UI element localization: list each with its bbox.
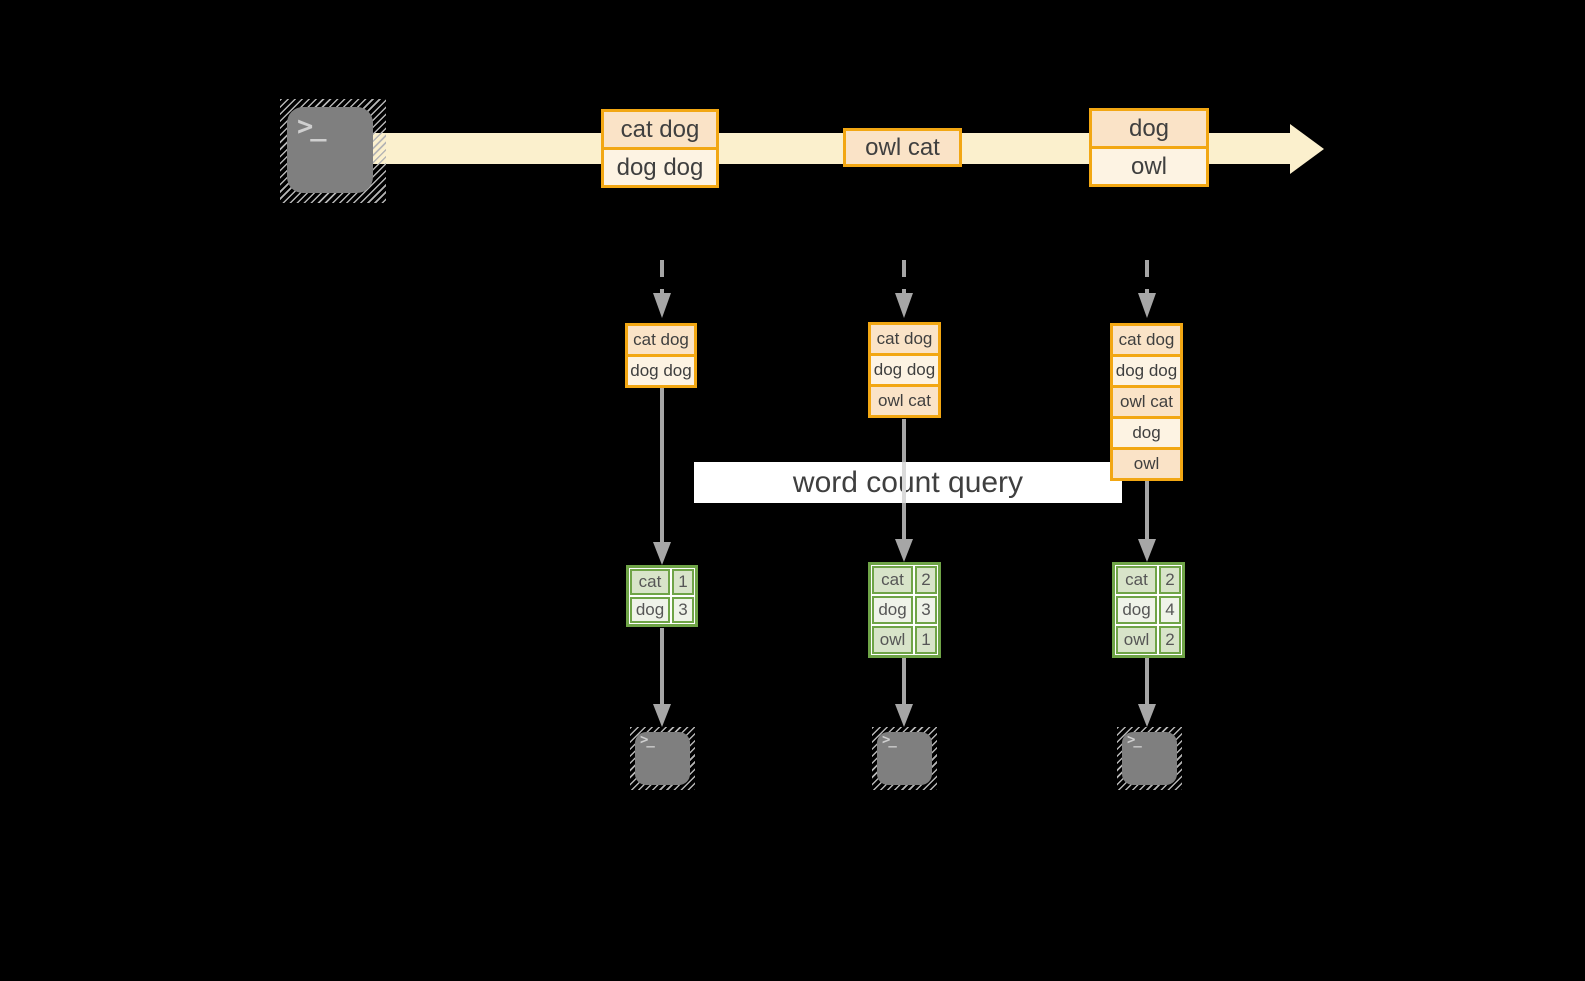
input-row: dog dog: [871, 356, 938, 384]
input-row: cat dog: [628, 326, 694, 354]
count-table-3: cat 2 dog 4 owl 2: [1112, 562, 1185, 658]
timeline-batch-3: dog owl: [1089, 108, 1209, 187]
prompt-glyph-icon: >_: [1127, 732, 1142, 748]
count-word-cell: cat: [630, 569, 670, 595]
input-row: cat dog: [871, 325, 938, 353]
sink-terminal-icon: >_: [630, 727, 695, 790]
batch-row: owl: [1092, 149, 1206, 184]
down-arrow-icon: [653, 388, 671, 565]
input-row: owl cat: [1113, 388, 1180, 416]
batch-row: owl cat: [846, 131, 959, 164]
count-value-cell: 4: [1159, 596, 1181, 624]
count-word-cell: dog: [1116, 596, 1157, 624]
count-value-cell: 1: [672, 569, 694, 595]
timeline-batch-2: owl cat: [843, 128, 962, 167]
input-table-2: cat dog dog dog owl cat: [868, 322, 941, 418]
count-word-cell: cat: [872, 566, 913, 594]
input-table-1: cat dog dog dog: [625, 323, 697, 388]
batch-row: dog dog: [604, 150, 716, 185]
input-row: dog dog: [628, 357, 694, 385]
stream-timeline-arrowhead-icon: [1290, 124, 1324, 174]
down-arrow-icon: [1138, 656, 1156, 727]
down-arrow-icon: [895, 658, 913, 727]
input-row: owl cat: [871, 387, 938, 415]
prompt-glyph-icon: >_: [882, 732, 897, 748]
count-value-cell: 3: [915, 596, 937, 624]
input-row: cat dog: [1113, 326, 1180, 354]
count-value-cell: 2: [1159, 626, 1181, 654]
terminal-square: [1122, 732, 1177, 785]
input-row: owl: [1113, 450, 1180, 478]
down-arrow-icon: [1138, 481, 1156, 562]
count-word-cell: cat: [1116, 566, 1157, 594]
count-word-cell: owl: [1116, 626, 1157, 654]
count-value-cell: 2: [1159, 566, 1181, 594]
dashed-arrow-icon: [1138, 260, 1156, 318]
terminal-square: [877, 732, 932, 785]
count-value-cell: 1: [915, 626, 937, 654]
count-value-cell: 3: [672, 597, 694, 623]
arrow-crossing-line: [902, 462, 906, 503]
batch-row: cat dog: [604, 112, 716, 147]
query-banner: word count query: [694, 462, 1122, 503]
count-word-cell: dog: [872, 596, 913, 624]
count-word-cell: dog: [630, 597, 670, 623]
down-arrow-icon: [653, 628, 671, 727]
count-table-2: cat 2 dog 3 owl 1: [868, 562, 941, 658]
query-banner-label: word count query: [792, 465, 1024, 499]
terminal-square: [635, 732, 690, 785]
sink-terminal-icon: >_: [1117, 727, 1182, 790]
dashed-arrow-icon: [895, 260, 913, 318]
prompt-glyph-icon: >_: [297, 111, 326, 142]
input-table-3: cat dog dog dog owl cat dog owl: [1110, 323, 1183, 481]
dashed-arrow-icon: [653, 260, 671, 318]
batch-row: dog: [1092, 111, 1206, 146]
input-row: dog dog: [1113, 357, 1180, 385]
terminal-square: [287, 107, 373, 193]
input-row: dog: [1113, 419, 1180, 447]
source-terminal-icon: >_: [280, 99, 386, 203]
prompt-glyph-icon: >_: [640, 732, 655, 748]
timeline-batch-1: cat dog dog dog: [601, 109, 719, 188]
sink-terminal-icon: >_: [872, 727, 937, 790]
count-word-cell: owl: [872, 626, 913, 654]
count-value-cell: 2: [915, 566, 937, 594]
count-table-1: cat 1 dog 3: [626, 565, 698, 627]
